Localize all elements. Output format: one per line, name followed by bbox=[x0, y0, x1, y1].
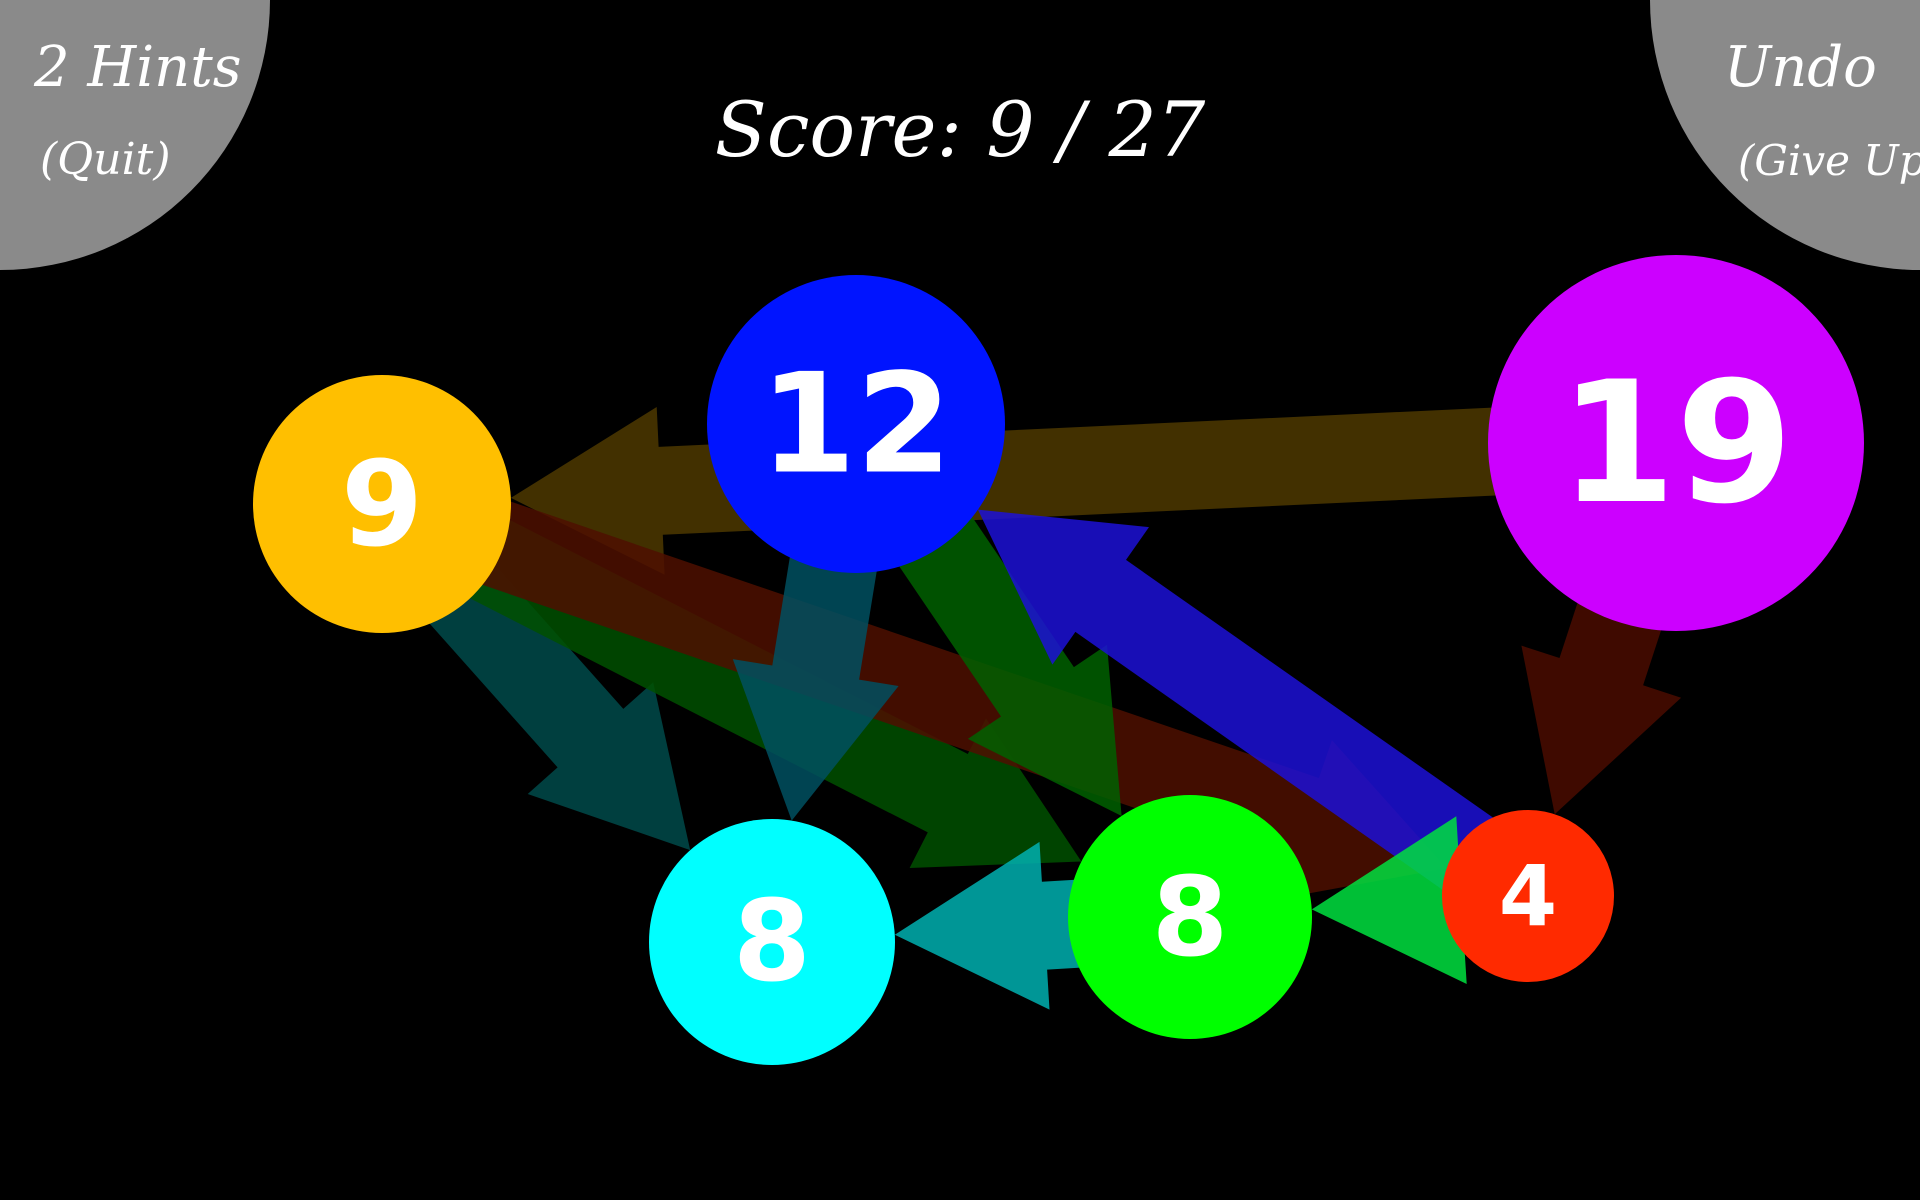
give-up-label[interactable]: (Give Up) bbox=[1738, 136, 1920, 185]
score-display: Score: 9 / 27 bbox=[714, 85, 1206, 174]
quit-label[interactable]: (Quit) bbox=[40, 134, 171, 185]
node-blue-12[interactable]: 12 bbox=[707, 275, 1005, 573]
node-circle[interactable] bbox=[1442, 810, 1614, 982]
node-value-label: 12 bbox=[760, 344, 952, 505]
node-value-label: 8 bbox=[733, 877, 811, 1007]
node-value-label: 4 bbox=[1499, 847, 1557, 945]
node-circle[interactable] bbox=[707, 275, 1005, 573]
node-purple-19[interactable]: 19 bbox=[1488, 255, 1864, 631]
node-value-label: 8 bbox=[1152, 853, 1229, 981]
arrow-green-8-to-cyan-8[interactable] bbox=[894, 841, 1096, 1010]
arrow-red-4-to-blue-12[interactable] bbox=[977, 509, 1497, 893]
hints-label[interactable]: 2 Hints bbox=[34, 35, 242, 100]
arrow-purple-19-to-red-4[interactable] bbox=[1521, 572, 1682, 815]
node-value-label: 9 bbox=[341, 435, 423, 573]
node-green-8[interactable]: 8 bbox=[1068, 795, 1312, 1039]
arrow-red-4-to-green-8[interactable] bbox=[1311, 816, 1467, 984]
undo-label[interactable]: Undo bbox=[1724, 35, 1877, 100]
node-circle[interactable] bbox=[1488, 255, 1864, 631]
arrow-blue-12-to-green-8[interactable] bbox=[886, 498, 1122, 816]
node-red-4[interactable]: 4 bbox=[1442, 810, 1614, 982]
node-circle[interactable] bbox=[253, 375, 511, 633]
node-circle[interactable] bbox=[649, 819, 895, 1065]
node-circle[interactable] bbox=[1068, 795, 1312, 1039]
node-yellow-9[interactable]: 9 bbox=[253, 375, 511, 633]
arrow-yellow-9-to-cyan-8[interactable] bbox=[417, 551, 691, 851]
arrow-blue-12-to-cyan-8[interactable] bbox=[732, 534, 899, 821]
node-cyan-8[interactable]: 8 bbox=[649, 819, 895, 1065]
node-value-label: 19 bbox=[1559, 345, 1793, 541]
node-layer: 9 12 19 8 8 4 bbox=[253, 255, 1864, 1065]
